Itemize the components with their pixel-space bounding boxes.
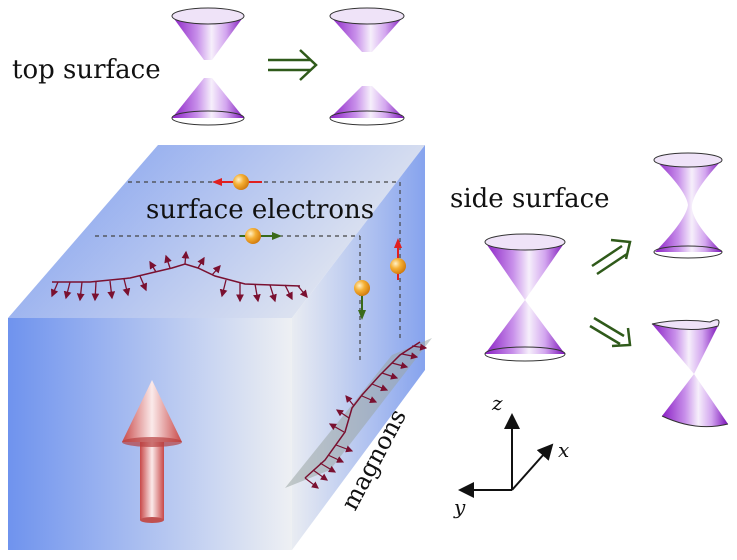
electron-sphere-icon <box>240 228 282 244</box>
double-arrow-right-icon <box>268 49 318 81</box>
side-surface-cone-gapless <box>484 233 566 362</box>
x-axis-label: x <box>558 438 569 462</box>
coordinate-axes <box>458 413 554 498</box>
z-axis-label: z <box>491 391 503 415</box>
electron-sphere-icon <box>390 238 406 280</box>
box-top-face <box>8 145 425 318</box>
side-surface-cone-squeezed <box>653 152 723 259</box>
top-surface-cone-gapped <box>329 7 405 126</box>
magnetization-arrow-icon <box>122 380 182 523</box>
electron-sphere-icon <box>212 174 262 190</box>
surface-electrons-label: surface electrons <box>146 195 374 225</box>
electron-paths <box>95 181 401 360</box>
top-surface-cone-gapless <box>171 7 245 126</box>
side-surface-label: side surface <box>450 184 610 214</box>
top-surface-label: top surface <box>12 55 161 85</box>
electron-sphere-icon <box>354 280 370 320</box>
double-arrow-downright-icon <box>589 316 632 348</box>
double-arrow-upright-icon <box>591 238 632 276</box>
side-surface-cone-tilted <box>651 319 729 428</box>
side-magnon-wave <box>304 341 428 489</box>
top-magnon-wave <box>50 250 308 303</box>
y-axis-label: y <box>453 495 466 519</box>
